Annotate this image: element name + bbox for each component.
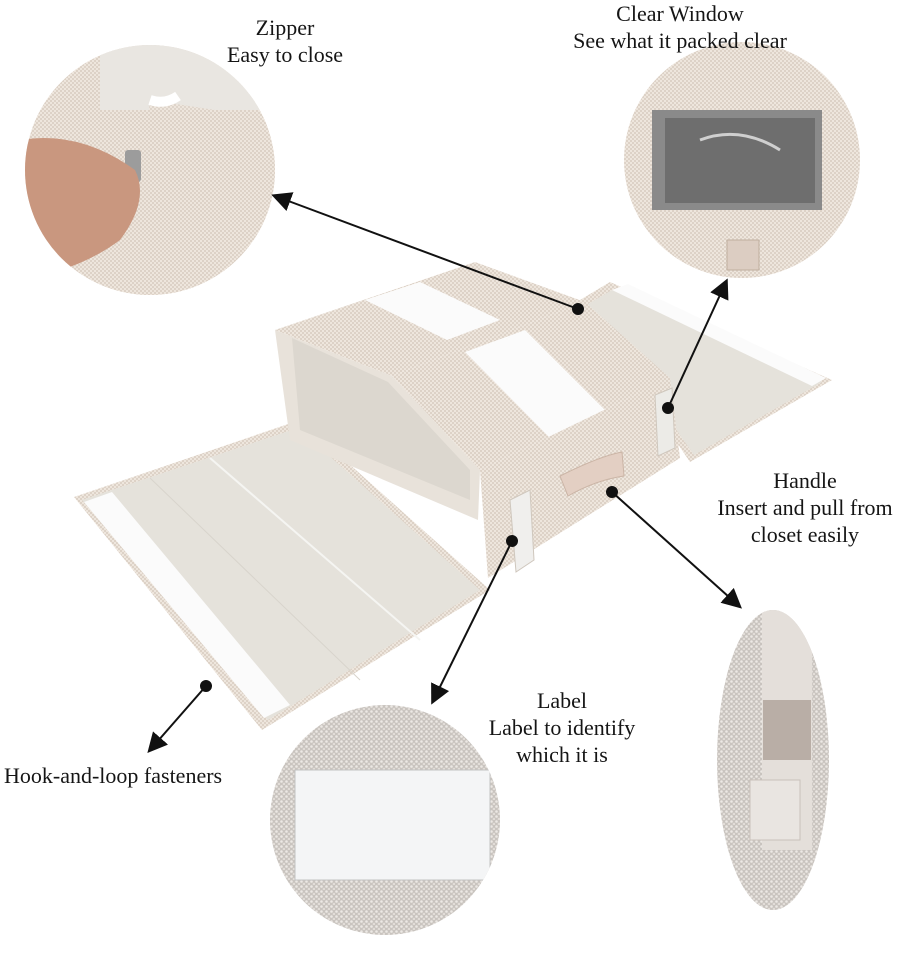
fastener-title: Hook-and-loop fasteners xyxy=(4,763,223,788)
zipper-arrow xyxy=(271,192,579,310)
label-arrow xyxy=(431,540,513,705)
handle-desc-1: Insert and pull from xyxy=(717,495,893,520)
label-title: Label xyxy=(536,688,588,713)
zipper-title: Zipper xyxy=(255,15,315,40)
right-fastener-strip xyxy=(612,284,826,386)
window-desc: See what it packed clear xyxy=(573,28,787,53)
label-desc-2: which it is xyxy=(516,742,608,767)
storage-box-product xyxy=(74,262,832,730)
handle-desc-2: closet easily xyxy=(750,522,860,547)
window-arrow xyxy=(667,278,729,409)
handle-arrow xyxy=(611,491,742,609)
label-caption: Label Label to identify which it is xyxy=(462,687,662,768)
finger-icon xyxy=(25,138,141,280)
label-card xyxy=(294,769,491,881)
label-detail-circle xyxy=(270,705,500,935)
zipper-detail-circle xyxy=(25,45,275,295)
zipper-caption: Zipper Easy to close xyxy=(205,14,365,68)
handle-caption: Handle Insert and pull from closet easil… xyxy=(695,467,912,548)
callout-arrows xyxy=(147,192,742,754)
top-white-strip-front xyxy=(465,330,610,440)
window-title: Clear Window xyxy=(616,1,744,26)
box-label-window xyxy=(509,489,535,573)
fastener-arrow xyxy=(147,685,207,754)
label-desc-1: Label to identify xyxy=(488,715,636,740)
box-handle xyxy=(559,451,625,497)
window-caption: Clear Window See what it packed clear xyxy=(540,0,820,54)
fastener-caption: Hook-and-loop fasteners xyxy=(4,762,266,789)
zipper-desc: Easy to close xyxy=(226,42,344,67)
window-detail-circle xyxy=(624,42,860,278)
top-white-strip-back xyxy=(365,282,500,340)
handle-detail-ellipse xyxy=(717,610,829,910)
handle-title: Handle xyxy=(773,468,837,493)
clear-window-pane xyxy=(665,118,815,203)
left-fastener-strip xyxy=(84,492,290,718)
